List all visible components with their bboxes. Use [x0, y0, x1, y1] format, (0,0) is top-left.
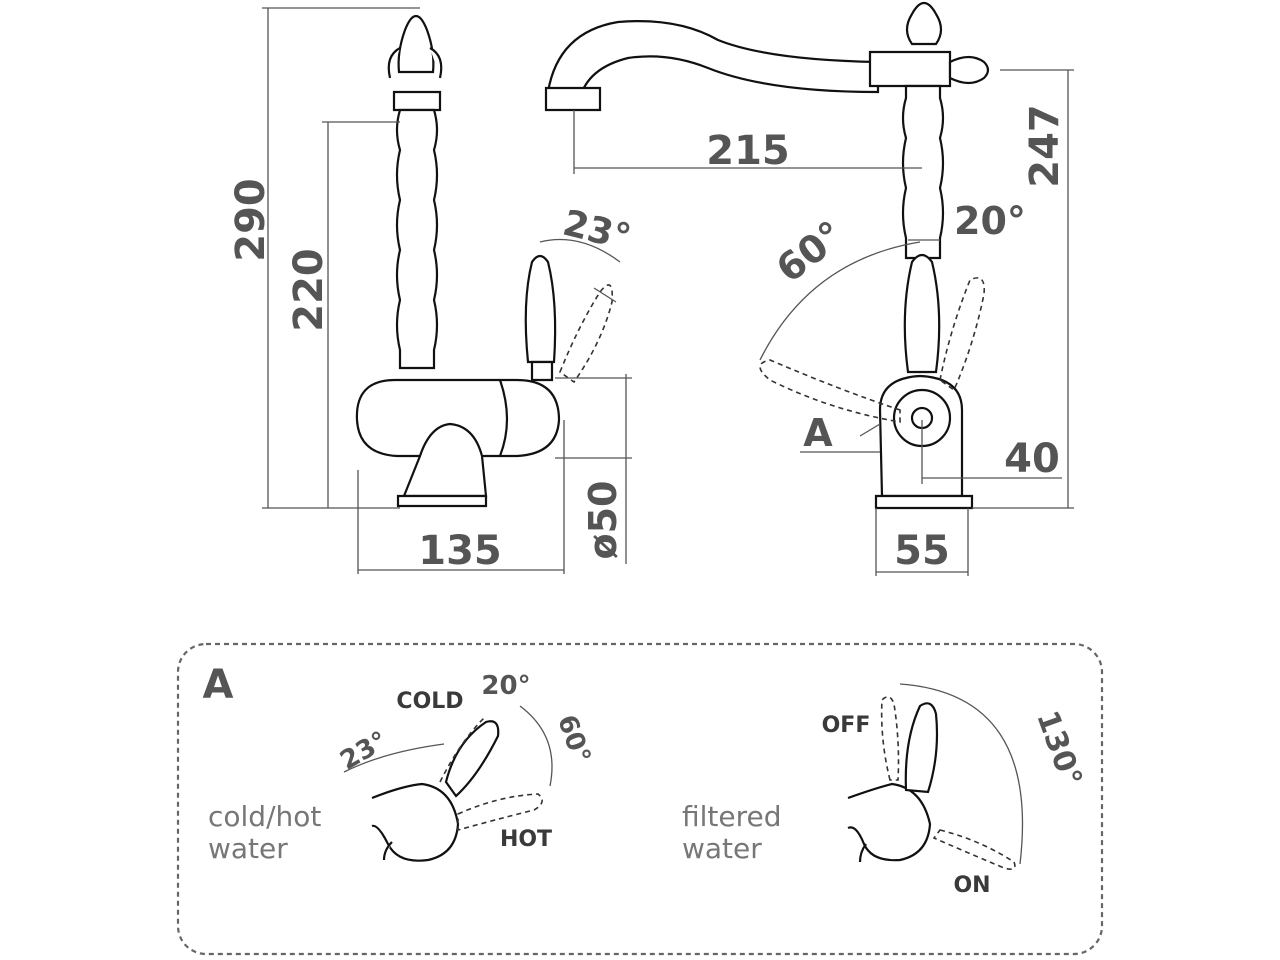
detail-panel-title: A: [203, 662, 234, 708]
mixer-angle-23: 23°: [335, 726, 393, 777]
dim-height-220: 220: [286, 248, 332, 332]
dim-base-diameter-50: ø50: [581, 481, 625, 560]
dim-base-depth-55: 55: [894, 528, 950, 574]
dim-height-290: 290: [228, 178, 274, 262]
filter-caption-line1: filtered: [682, 800, 782, 833]
mixer-detail: [343, 705, 553, 862]
mixer-cold-label: COLD: [396, 689, 463, 714]
detail-marker-a: A: [803, 411, 833, 455]
mixer-angle-20: 20°: [481, 671, 530, 701]
dim-lever-offset-40: 40: [1004, 436, 1060, 482]
side-view: [355, 14, 617, 508]
mixer-caption-line1: cold/hot: [208, 800, 321, 833]
front-view: [544, 1, 990, 510]
filter-angle-130: 130°: [1029, 706, 1088, 791]
detail-panel-frame: [176, 642, 1104, 956]
filter-off-label: OFF: [822, 713, 871, 738]
filter-detail: [847, 683, 1024, 870]
dim-height-247: 247: [1022, 104, 1068, 188]
mixer-caption-line2: water: [208, 832, 288, 865]
dim-base-width-135: 135: [418, 528, 502, 574]
dim-lever-angle-20-front: 20°: [954, 199, 1026, 243]
dim-lever-angle-60-front: 60°: [768, 212, 852, 291]
dim-lever-angle-23-side: 23°: [559, 203, 635, 259]
filter-on-label: ON: [953, 873, 990, 898]
filter-caption-line2: water: [682, 832, 762, 865]
mixer-hot-label: HOT: [500, 827, 552, 852]
dim-spout-reach-215: 215: [706, 128, 790, 174]
front-view-dimensions: [573, 69, 1074, 576]
mixer-angle-60: 60°: [551, 711, 596, 767]
side-view-dimensions: [262, 7, 632, 574]
